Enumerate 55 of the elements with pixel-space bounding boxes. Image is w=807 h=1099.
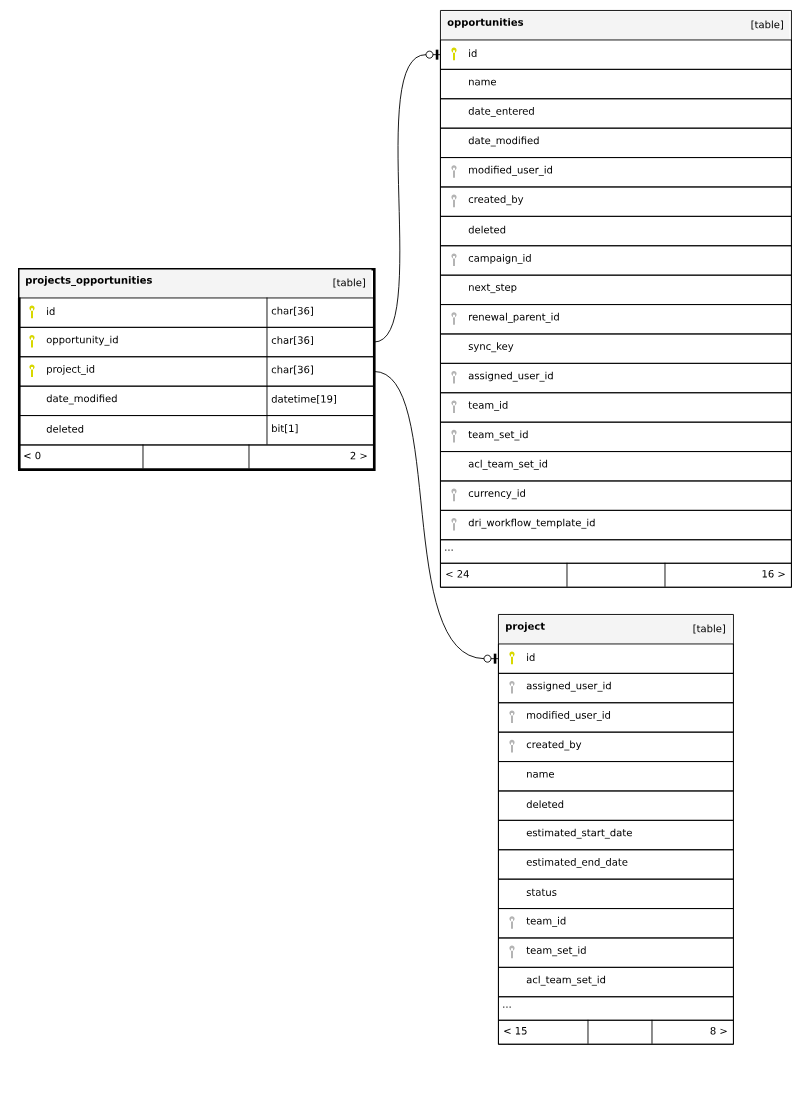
column-name: deleted [468, 225, 506, 234]
table-label: [table] [693, 624, 725, 634]
column-name: acl_team_set_id [526, 975, 606, 986]
column-name: status [526, 888, 557, 896]
column-type: datetime[19] [271, 394, 336, 404]
column-name: estimated_end_date [526, 858, 628, 868]
column-type: char[36] [271, 306, 313, 316]
column-name: date_modified [46, 394, 117, 405]
column-name: dri_workflow_template_id [468, 518, 595, 529]
row-count: 2 > [350, 451, 367, 460]
table-title: projects_opportunities [26, 276, 152, 286]
column-name: deleted [526, 800, 564, 809]
column-type: bit[1] [272, 424, 298, 434]
column-name: renewal_parent_id [469, 312, 559, 323]
column-name: acl_team_set_id [468, 459, 548, 470]
column-name: ... [503, 1006, 511, 1008]
column-name: ... [445, 549, 453, 551]
column-name: currency_id [468, 489, 525, 500]
column-name: name [527, 771, 555, 778]
table-label: [table] [751, 20, 783, 30]
relationship-line [373, 49, 441, 343]
column-name: project_id [47, 365, 95, 375]
column-name: assigned_user_id [468, 371, 553, 382]
column-name: deleted [46, 424, 84, 433]
column-name: id [527, 653, 535, 662]
column-name: created_by [526, 740, 582, 751]
column-name: date_modified [468, 136, 539, 147]
column-name: next_step [469, 283, 517, 294]
column-name: team_set_id [468, 430, 528, 441]
column-name: name [469, 79, 497, 86]
column-name: opportunity_id [46, 335, 118, 346]
column-name: date_entered [468, 107, 534, 117]
table-title: project [506, 622, 545, 632]
column-name: id [469, 49, 477, 58]
column-name: modified_user_id [527, 711, 610, 721]
row-count: 16 > [762, 570, 785, 578]
column-name: id [47, 307, 55, 316]
table-title: opportunities [447, 18, 524, 28]
row-count: 8 > [710, 1027, 727, 1035]
column-name: team_id [526, 916, 566, 927]
column-name: team_id [468, 401, 508, 411]
column-name: team_set_id [526, 946, 586, 957]
column-type: char[36] [271, 336, 313, 346]
table-label: [table] [333, 278, 365, 288]
column-name: estimated_start_date [526, 828, 632, 839]
column-name: created_by [468, 195, 524, 206]
column-name: campaign_id [468, 254, 531, 264]
column-name: assigned_user_id [526, 681, 611, 692]
relationship-line [373, 371, 499, 664]
column-name: modified_user_id [469, 165, 552, 176]
column-name: sync_key [468, 342, 514, 353]
row-count: < 0 [24, 451, 41, 460]
row-count: < 15 [504, 1027, 527, 1035]
row-count: < 24 [446, 570, 469, 578]
column-type: char[36] [271, 365, 313, 375]
